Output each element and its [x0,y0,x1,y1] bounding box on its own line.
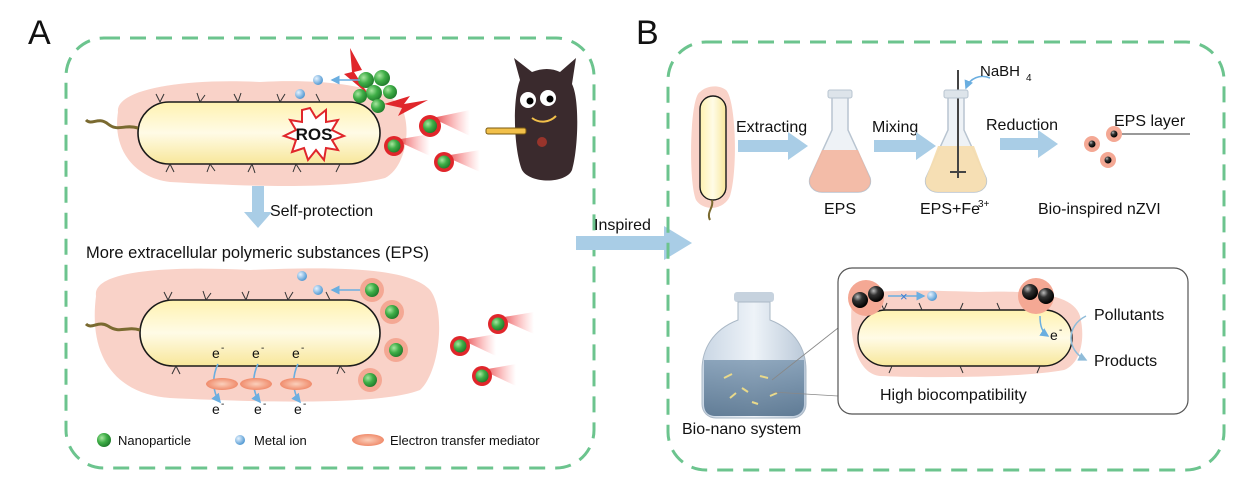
lightning-icon [344,48,368,94]
electron-label: e [212,345,220,361]
zoom-line [771,391,839,397]
monster-character [485,58,578,181]
flying-nanoparticle [472,364,516,386]
conversion-arrow [1070,315,1088,361]
electron-sup: - [303,399,306,410]
electron-transfer-1: e - e - [206,343,238,417]
bacterium-zoomed [851,290,1083,378]
panel-a-letter: A [28,14,51,52]
metal-ion [295,89,305,99]
flying-nanoparticle [450,334,496,356]
electron-label: e [294,401,302,417]
electron-transfer-3: e - e - [280,343,312,417]
step-mixing: Mixing [872,119,918,136]
flying-nanoparticle [384,134,430,156]
label-products: Products [1094,353,1157,370]
legend: Nanoparticle Metal ion Electron transfer… [97,433,540,448]
trapped-nanoparticle [384,338,408,362]
metal-ion [927,291,937,301]
lightning-icon [384,96,428,116]
mediator [240,378,272,390]
reduction-arrow [1000,130,1058,158]
zoom-electron-sup: - [1059,325,1062,336]
label-pollutants: Pollutants [1094,307,1164,324]
inspired-arrow [576,226,692,260]
mixing-arrow [874,132,936,160]
nzvi-particles [1084,126,1122,168]
flying-nanoparticle [488,312,534,334]
mediator [206,378,238,390]
electron-sup: - [221,399,224,410]
label-eps: EPS [824,201,856,218]
metal-ion [313,75,323,85]
panel-b-border [666,40,1226,472]
inspired-label: Inspired [594,217,651,234]
extracting-arrow [738,132,808,160]
eps-caption: More extracellular polymeric substances … [86,244,429,262]
electron-label: e [252,345,260,361]
flying-nanoparticle [419,110,470,137]
panel-a-border [64,36,596,470]
ros-burst: ROS [281,106,347,163]
bacterium-vertical [691,86,735,221]
legend-mediator-swatch [352,434,384,446]
trapped-nanoparticle [380,300,404,324]
label-nzvi: Bio-inspired nZVI [1038,201,1161,218]
legend-nanoparticle-swatch [97,433,111,447]
nanoparticle-cluster [353,70,397,113]
block-mark: × [900,289,908,304]
mediator [280,378,312,390]
metal-ion [297,271,307,281]
nabh4-arrow [964,75,991,90]
trapped-nanoparticle [360,278,384,302]
electron-label: e [254,401,262,417]
nzvi-attached [1018,278,1054,314]
bacterium-bottom [84,268,440,402]
electron-sup: - [263,399,266,410]
eps-layer-label: EPS layer [1114,113,1186,130]
electron-label: e [292,345,300,361]
label-eps-fe: EPS+Fe [920,201,980,218]
label-bio-nano: Bio-nano system [682,421,801,438]
flask-eps [808,89,872,193]
legend-nanoparticle: Nanoparticle [118,433,191,448]
trapped-nanoparticle [358,368,382,392]
nzvi-attached [848,280,884,316]
electron-transfer-2: e - e - [240,343,272,417]
zoom-electron: e [1050,327,1058,343]
electron-sup: - [221,343,224,354]
nabh4-label: NaBH [980,63,1020,80]
label-eps-fe-sup: 3+ [978,199,990,210]
legend-mediator: Electron transfer mediator [390,433,540,448]
legend-metal-ion: Metal ion [254,433,307,448]
self-protection-arrow [244,186,272,228]
step-reduction: Reduction [986,117,1058,134]
panel-b-letter: B [636,14,659,52]
metal-ion [313,285,323,295]
label-high-bio: High biocompatibility [880,387,1027,404]
ros-label: ROS [296,125,333,144]
zoom-line [771,327,839,381]
legend-metal-ion-swatch [235,435,245,445]
flying-nanoparticle [434,150,480,172]
bottle [701,292,807,419]
step-extracting: Extracting [736,119,807,136]
electron-sup: - [261,343,264,354]
self-protection-label: Self-protection [270,203,373,220]
electron-sup: - [301,343,304,354]
nabh4-sub: 4 [1026,73,1032,84]
electron-arrow [1039,315,1050,337]
flask-eps-fe [924,70,988,193]
electron-label: e [212,401,220,417]
